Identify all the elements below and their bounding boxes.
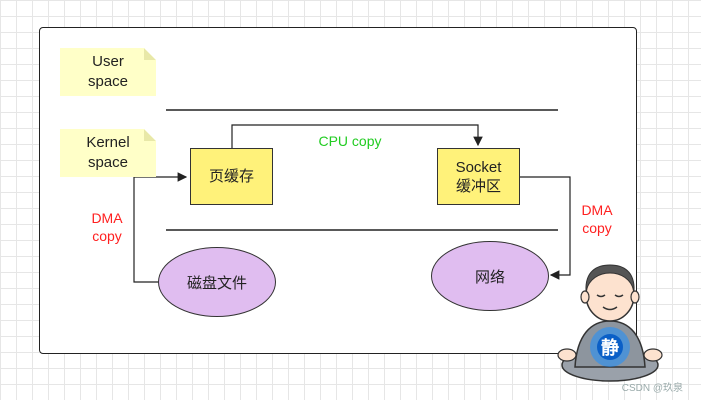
socket-buffer-label-1: Socket (455, 158, 502, 176)
meditating-person-illustration: 静 (557, 264, 663, 382)
socket-buffer-label-2: 缓冲区 (455, 177, 501, 195)
dma-copy-right-arrow (519, 176, 571, 280)
cpu-copy-label: CPU copy (318, 133, 382, 149)
network-label: 网络 (474, 268, 505, 286)
watermark: CSDN @玖泉 (621, 383, 683, 394)
disk-file-label: 磁盘文件 (186, 274, 247, 292)
page-cache-box: 页缓存 (190, 148, 273, 205)
page-cache-label: 页缓存 (208, 168, 254, 185)
calm-character: 静 (601, 337, 619, 359)
socket-buffer-box: Socket 缓冲区 (437, 148, 520, 205)
dma-copy-left-arrow (133, 172, 188, 283)
disk-file-ellipse: 磁盘文件 (158, 247, 276, 317)
cpu-copy-arrow (231, 124, 483, 148)
network-ellipse: 网络 (431, 241, 549, 311)
